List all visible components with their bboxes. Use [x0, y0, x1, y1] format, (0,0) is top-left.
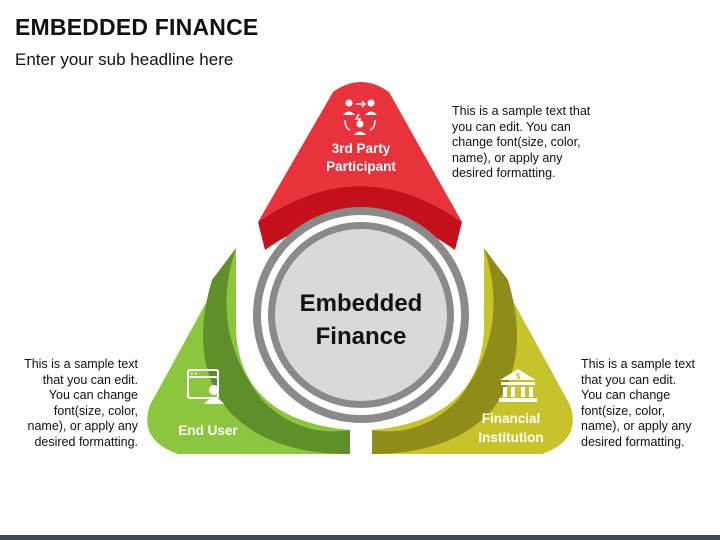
description-line: This is a sample text that: [452, 104, 591, 118]
user-window-icon: [187, 369, 224, 404]
segment-right-label-line1: Financial: [482, 411, 541, 426]
description-line: desired formatting.: [34, 434, 138, 449]
page-subtitle: Enter your sub headline here: [15, 50, 234, 69]
description-line: You can change: [581, 388, 671, 402]
description-line: name), or apply any: [452, 150, 563, 165]
description-line: desired formatting.: [452, 166, 556, 180]
page-title: EMBEDDED FINANCE: [15, 14, 259, 40]
segment-top-shape: [258, 82, 462, 222]
description-line: This is a sample text: [581, 357, 695, 371]
svg-text:$: $: [516, 372, 521, 381]
description-line: you can edit. You can: [452, 119, 571, 134]
description-line: font(size, color,: [581, 403, 666, 418]
segment-top-label-line2: Participant: [326, 159, 396, 174]
segment-top-band: [258, 186, 462, 250]
description-line: font(size, color,: [53, 403, 138, 418]
center-label-line1: Embedded: [300, 290, 423, 317]
people-exchange-icon: [343, 99, 377, 135]
description-line: desired formatting.: [581, 434, 685, 449]
segment-right-shape: [372, 248, 573, 454]
segment-left-band: [203, 248, 350, 454]
description-line: that you can edit.: [581, 372, 677, 387]
segment-right-band: [372, 248, 517, 454]
description-line: that you can edit.: [42, 372, 138, 387]
description-line: name), or apply any: [581, 419, 692, 433]
segment-right-label-line2: Institution: [478, 430, 543, 445]
segment-right[interactable]: [372, 248, 573, 454]
description-line: You can change: [48, 388, 138, 402]
description-left: This is a sample text that you can edit.…: [10, 357, 138, 450]
segment-top-label-line1: 3rd Party: [332, 141, 391, 156]
center-label-line2: Finance: [316, 323, 407, 350]
description-top-right: This is a sample text that you can edit.…: [452, 104, 592, 182]
segment-left-shape: [147, 248, 350, 454]
bank-icon: $: [499, 369, 537, 402]
segment-left-label: End User: [178, 423, 238, 438]
description-line: This is a sample text: [24, 357, 138, 371]
description-right: This is a sample text that you can edit.…: [581, 357, 711, 450]
description-line: change font(size, color,: [452, 135, 581, 149]
bottom-bar: [0, 535, 720, 540]
segment-left[interactable]: [147, 248, 350, 454]
center-circle: [253, 207, 469, 423]
description-line: name), or apply any: [27, 419, 138, 433]
segment-top[interactable]: [258, 82, 462, 250]
